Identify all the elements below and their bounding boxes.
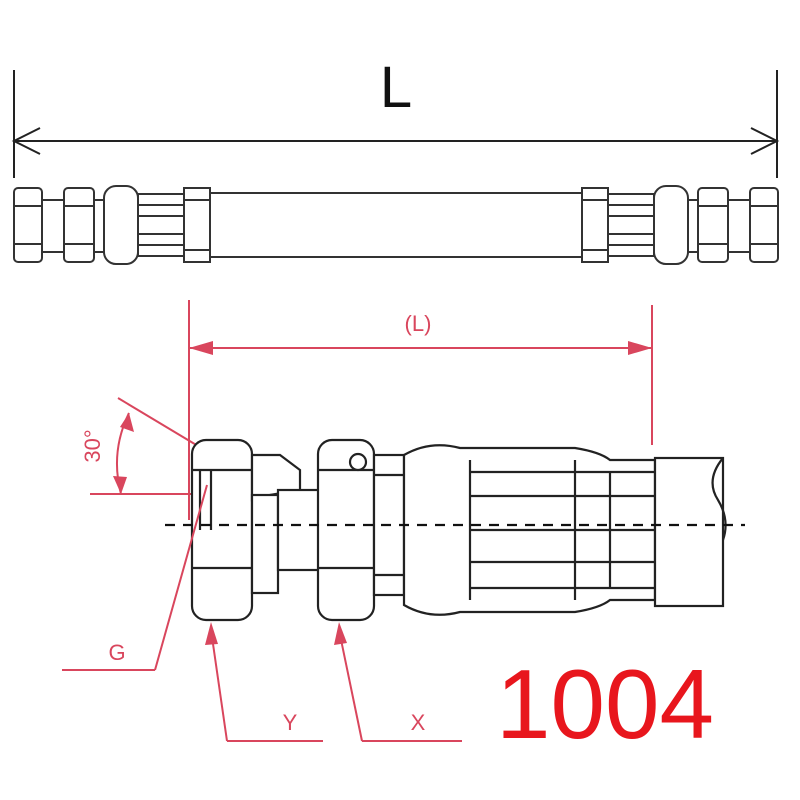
leader-y [210,629,323,742]
angle-label: 30° [80,429,105,462]
leader-y-arrowhead [205,622,218,645]
leader-g [62,484,208,671]
leader-x [338,629,462,742]
overall-dimension [11,70,780,178]
arrowhead-left [189,341,213,355]
detail-length-label: (L) [405,311,432,336]
angle-arrowhead-top [120,413,134,432]
width-y-label: Y [283,710,298,735]
arrowhead-right [628,341,652,355]
detail-length-dimension [188,300,653,520]
thread-label: G [108,640,125,665]
leader-x-arrowhead [334,622,347,645]
hose-assembly [13,185,779,265]
angle-arrowhead-bottom [113,476,127,494]
overall-length-label: L [380,55,412,120]
model-number: 1004 [496,649,714,759]
width-x-label: X [411,710,426,735]
fitting-body [190,438,727,622]
